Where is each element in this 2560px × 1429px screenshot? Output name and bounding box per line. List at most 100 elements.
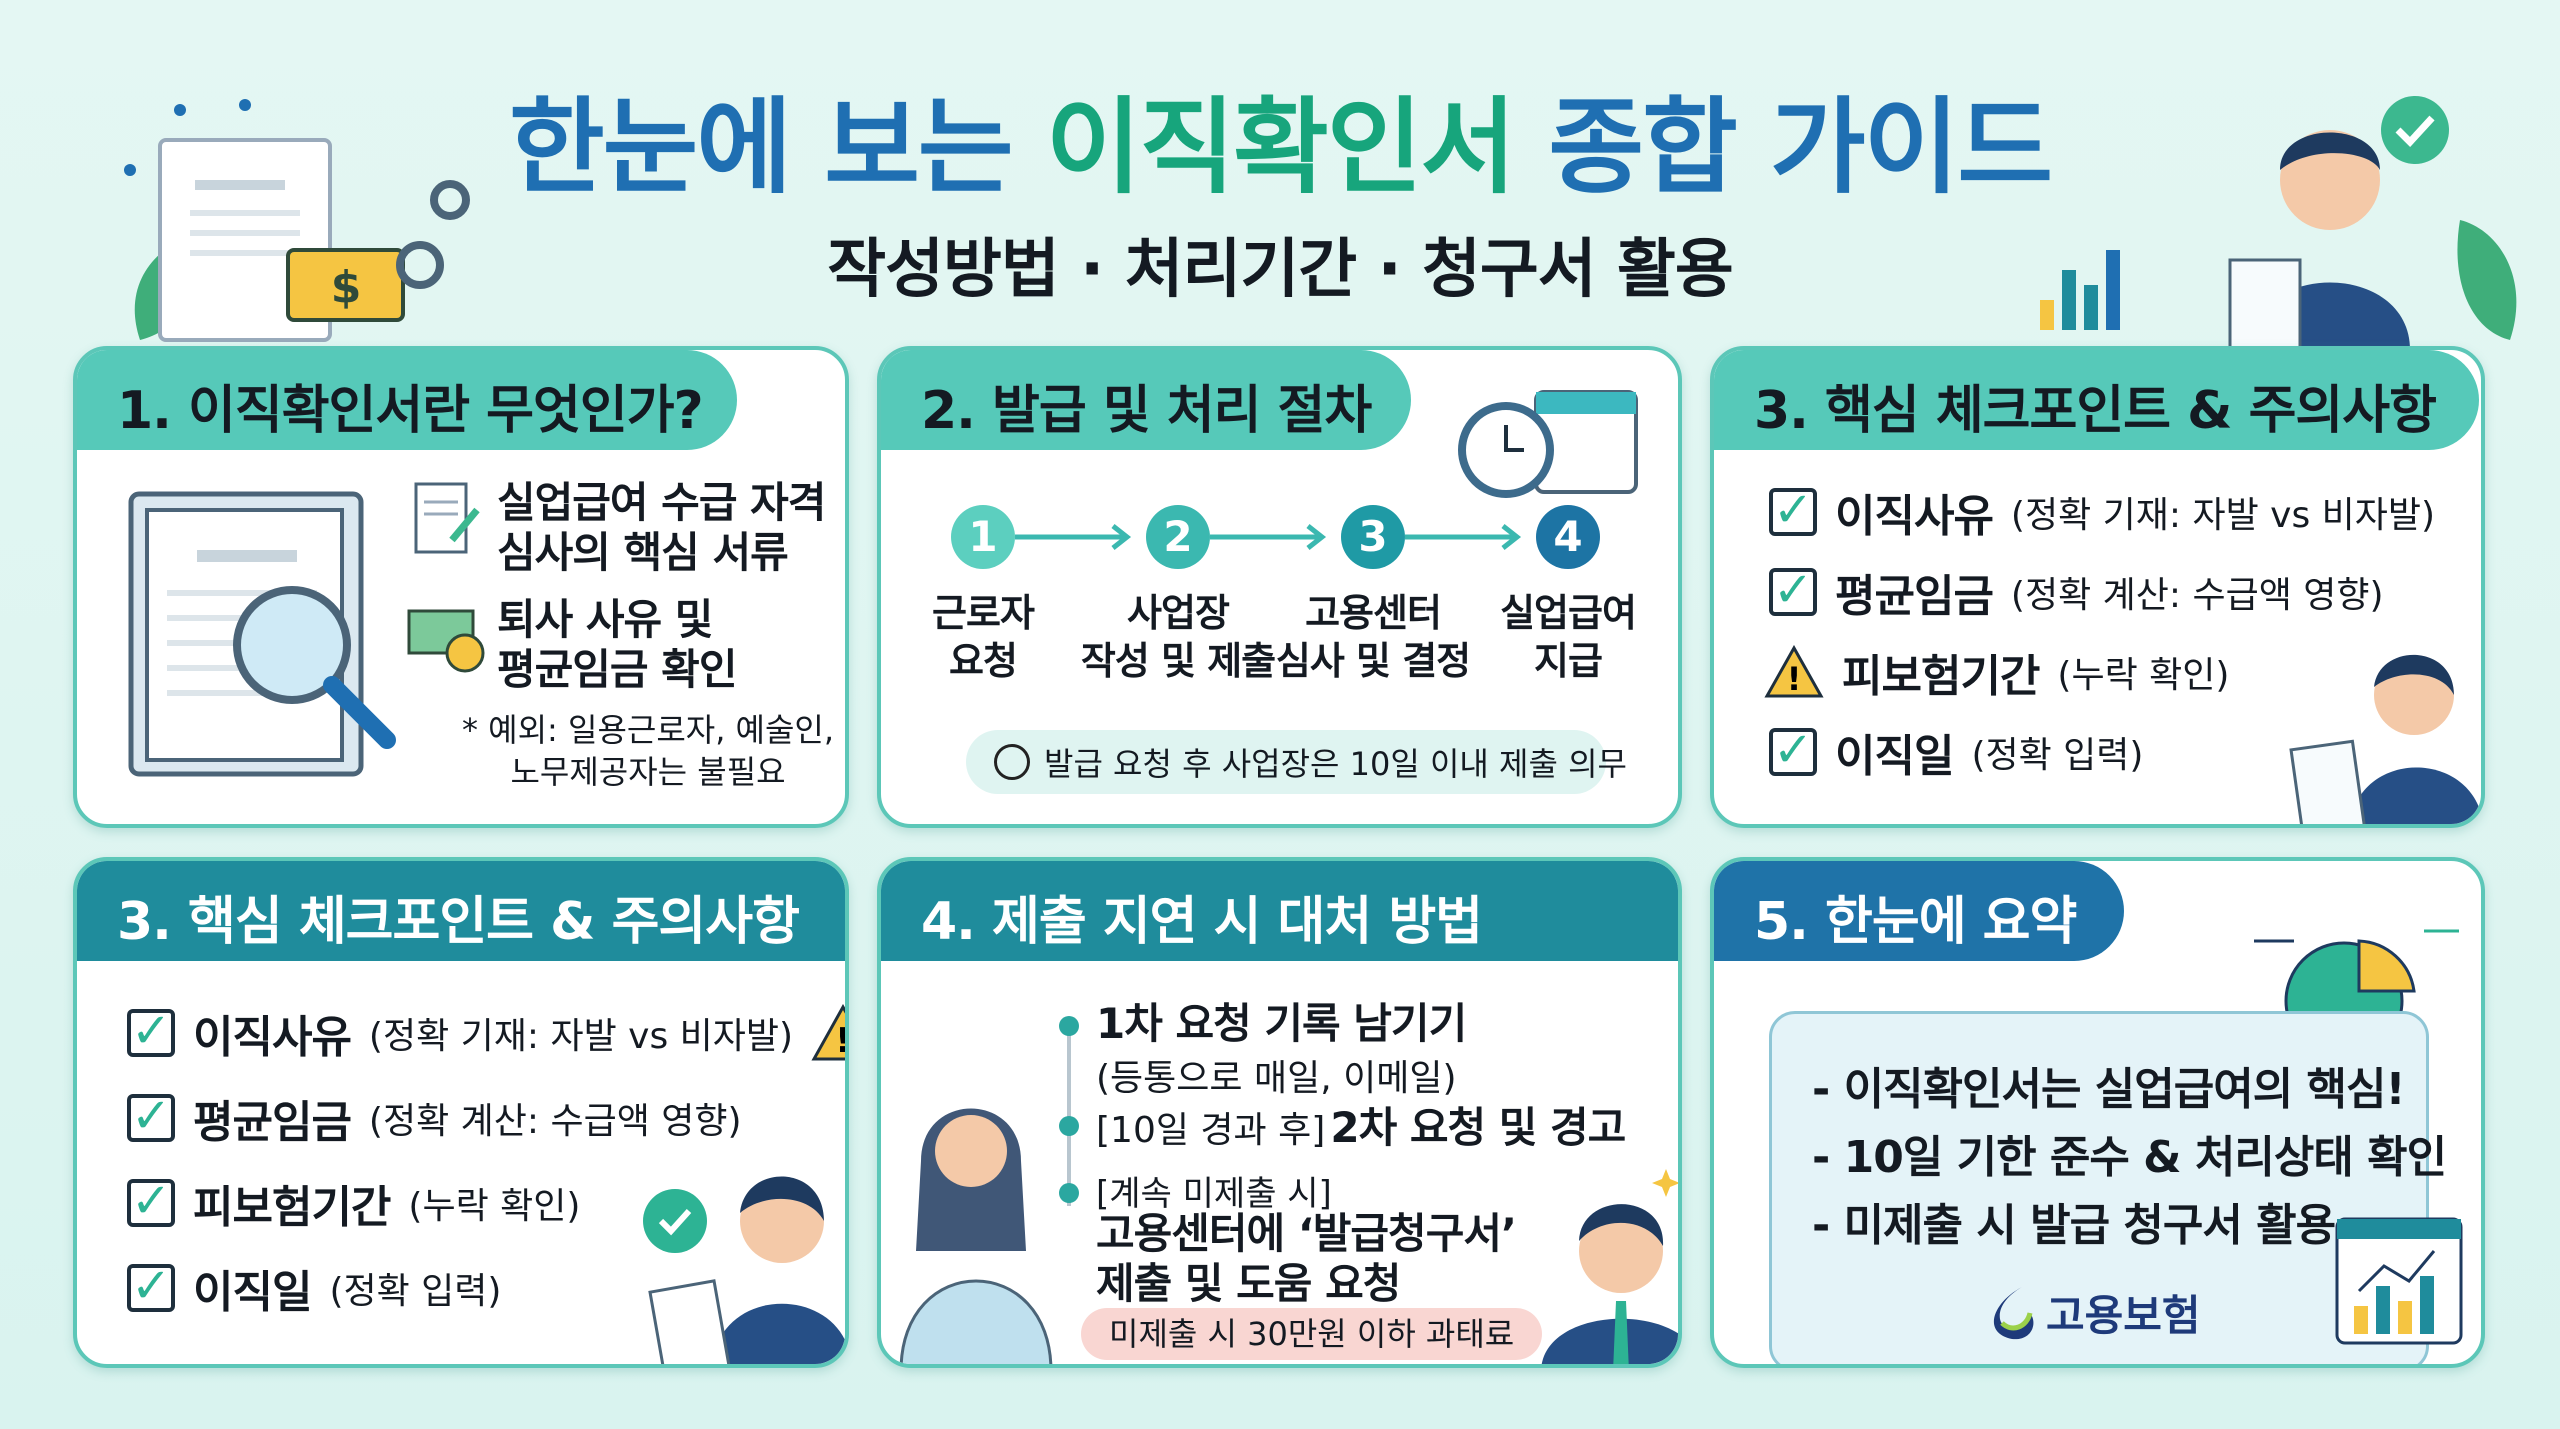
step-1-badge: 1 [951, 505, 1015, 569]
item-note: (정확 계산: 수급액 영향) [368, 1101, 742, 1142]
money-symbol: $ [331, 262, 362, 313]
document-magnifier-icon [128, 491, 396, 777]
checkbox-icon: ✓ [127, 1262, 175, 1312]
step-2-main: 2차 요청 및 경고 [1330, 1103, 1626, 1152]
businessman-icon [2228, 130, 2410, 350]
network-dots-icon [124, 99, 251, 176]
item-note: (누락 확인) [408, 1186, 581, 1227]
woman-paper-illustration [643, 1176, 845, 1364]
item-label: 이직사유 [193, 1012, 352, 1063]
bar-chart-icon [2040, 250, 2120, 330]
summary-point-3: - 미제출 시 발급 청구서 활용 [1812, 1200, 2336, 1251]
check-item: ✓ 평균임금 (정확 계산: 수급액 영향) [127, 1086, 742, 1150]
employment-insurance-logo: 고용보험 [1982, 1282, 2201, 1343]
svg-text:!: ! [1787, 660, 1802, 698]
checkbox-icon: ✓ [127, 1092, 175, 1142]
timeline-dot [1059, 1116, 1079, 1136]
section-1-item-2: 퇴사 사유 및 평균임금 확인 [497, 595, 737, 694]
item-label: 이직일 [1835, 731, 1954, 782]
item-label: 피보험기간 [1842, 651, 2040, 702]
section-4-title: 4. 제출 지연 시 대처 방법 [881, 861, 1678, 961]
step-3-prefix: [계속 미제출 시] [1096, 1174, 1332, 1214]
logo-text: 고용보험 [2046, 1291, 2201, 1340]
checkbox-icon: ✓ [127, 1177, 175, 1227]
checkbox-icon: ✓ [127, 1007, 175, 1057]
clock-icon [994, 744, 1030, 780]
section-4-panel: 4. 제출 지연 시 대처 방법 1차 요청 기록 남기기 (등통으로 매일, … [877, 857, 1682, 1368]
item-note: (정확 기재: 자발 vs 비자발) [368, 1016, 794, 1057]
sparkle-icon [1652, 1169, 1678, 1197]
check-item: ✓ 평균임금 (정확 계산: 수급액 영향) [1769, 560, 2384, 624]
step-4-badge: 4 [1536, 505, 1600, 569]
employment-insurance-logo-mark [1993, 1286, 2034, 1339]
check-item: ✓ 이직사유 (정확 기재: 자발 vs 비자발)! [127, 1001, 849, 1065]
step-1-label: 근로자 요청 [932, 591, 1035, 683]
step-3-main: 고용센터에 ‘발급청구서’ 제출 및 도움 요청 [1096, 1209, 1517, 1308]
section-3-panel-bottom: 3. 핵심 체크포인트 & 주의사항 ✓이직사유(정확 기재: 자발 vs 비자… [73, 857, 849, 1368]
arrow-icon [1210, 524, 1327, 550]
item-note: (정확 입력) [329, 1271, 502, 1312]
item-label: 평균임금 [1835, 571, 1994, 622]
item-label: 피보험기간 [193, 1182, 391, 1233]
item-label: 이직사유 [1835, 491, 1994, 542]
timeline-dot [1059, 1183, 1079, 1203]
step-2-badge: 2 [1146, 505, 1210, 569]
checkbox-icon: ✓ [1769, 566, 1817, 616]
worried-woman-illustration [899, 1108, 1053, 1364]
section-5-title: 5. 한눈에 요약 [1714, 861, 2124, 961]
money-icon [407, 605, 487, 675]
page-subtitle: 작성방법 · 처리기간 · 청구서 활용 [827, 233, 1733, 307]
summary-point-1: - 이직확인서는 실업급여의 핵심! [1812, 1064, 2406, 1115]
section-2-title: 2. 발급 및 처리 절차 [881, 350, 1411, 450]
clock-calendar-icon [1458, 390, 1638, 498]
warning-item: ! 피보험기간 (누락 확인) [1764, 640, 2229, 704]
check-item: ✓이직일(정확 입력) [127, 1256, 501, 1320]
section-1-panel: 1. 이직확인서란 무엇인가? 실업급여 수급 자격 심사의 핵심 서류 퇴사 … [73, 346, 849, 828]
summary-box: - 이직확인서는 실업급여의 핵심! - 10일 기한 준수 & 처리상태 확인… [1769, 1011, 2447, 1364]
item-note: (정확 계산: 수급액 영향) [2010, 575, 2384, 616]
step-arrows [1015, 524, 1522, 550]
money-icon: $ [286, 248, 405, 322]
svg-text:!: ! [835, 1021, 849, 1061]
check-item: ✓ 이직사유 (정확 기재: 자발 vs 비자발) [1769, 480, 2435, 544]
businessman-chart-illustration [2040, 96, 2517, 350]
warning-icon: ! [1764, 645, 1824, 698]
deadline-notice-text: 발급 요청 후 사업장은 10일 이내 제출 의무 [1044, 745, 1627, 783]
item-note: (정확 입력) [1971, 735, 2144, 776]
section-3-title: 3. 핵심 체크포인트 & 주의사항 [1714, 350, 2479, 450]
check-bubble-icon [643, 1189, 707, 1253]
gear-icon [396, 180, 470, 289]
checkbox-icon: ✓ [1769, 726, 1817, 776]
step-4-label: 실업급여 지급 [1500, 591, 1637, 683]
section-5-panel: 5. 한눈에 요약 - 이직확인서는 실업급여의 핵심! - 10일 기한 준수… [1710, 857, 2485, 1368]
section-1-note: * 예외: 일용근로자, 예술인, 노무제공자는 불필요 [462, 711, 835, 791]
step-2-prefix: [10일 경과 후] [1096, 1110, 1326, 1151]
item-note: (정확 기재: 자발 vs 비자발) [2010, 495, 2436, 536]
check-item: ✓ 피보험기간 (누락 확인) [127, 1171, 580, 1235]
step-1-sub: (등통으로 매일, 이메일) [1096, 1058, 1457, 1099]
title-part-2: 이직확인서 [1045, 86, 1516, 208]
title-part-3: 종합 가이드 [1548, 86, 2053, 208]
check-bubble-icon [2381, 96, 2449, 164]
item-note: (누락 확인) [2057, 655, 2230, 696]
warning-icon: ! [811, 1004, 849, 1061]
document-money-gears-illustration: $ [124, 99, 470, 342]
checkbox-icon: ✓ [1769, 486, 1817, 536]
arrow-icon [1015, 524, 1132, 550]
step-3-badge: 3 [1341, 505, 1405, 569]
woman-clipboard-illustration [2289, 654, 2481, 824]
timeline-dot [1059, 1016, 1079, 1036]
section-1-title: 1. 이직확인서란 무엇인가? [77, 350, 737, 450]
document-pen-icon [412, 480, 480, 554]
arrow-icon [1405, 524, 1522, 550]
penalty-badge: 미제출 시 30만원 이하 과태료 [1081, 1308, 1543, 1360]
step-1-main: 1차 요청 기록 남기기 [1096, 999, 1467, 1048]
section-2-panel: 2. 발급 및 처리 절차 1 2 3 4 근로자 요청 사업장 작성 및 제출… [877, 346, 1682, 828]
leaf-icon [2457, 220, 2517, 340]
deadline-notice: 발급 요청 후 사업장은 10일 이내 제출 의무 [966, 730, 1627, 794]
check-item: ✓ 이직일 (정확 입력) [1769, 720, 2143, 784]
summary-point-2: - 10일 기한 준수 & 처리상태 확인 [1812, 1132, 2447, 1183]
step-3-label: 고용센터 심사 및 결정 [1275, 591, 1471, 683]
item-label: 평균임금 [193, 1097, 352, 1148]
section-3-panel-top: 3. 핵심 체크포인트 & 주의사항 ✓ 이직사유 (정확 기재: 자발 vs 비자… [1710, 346, 2485, 828]
